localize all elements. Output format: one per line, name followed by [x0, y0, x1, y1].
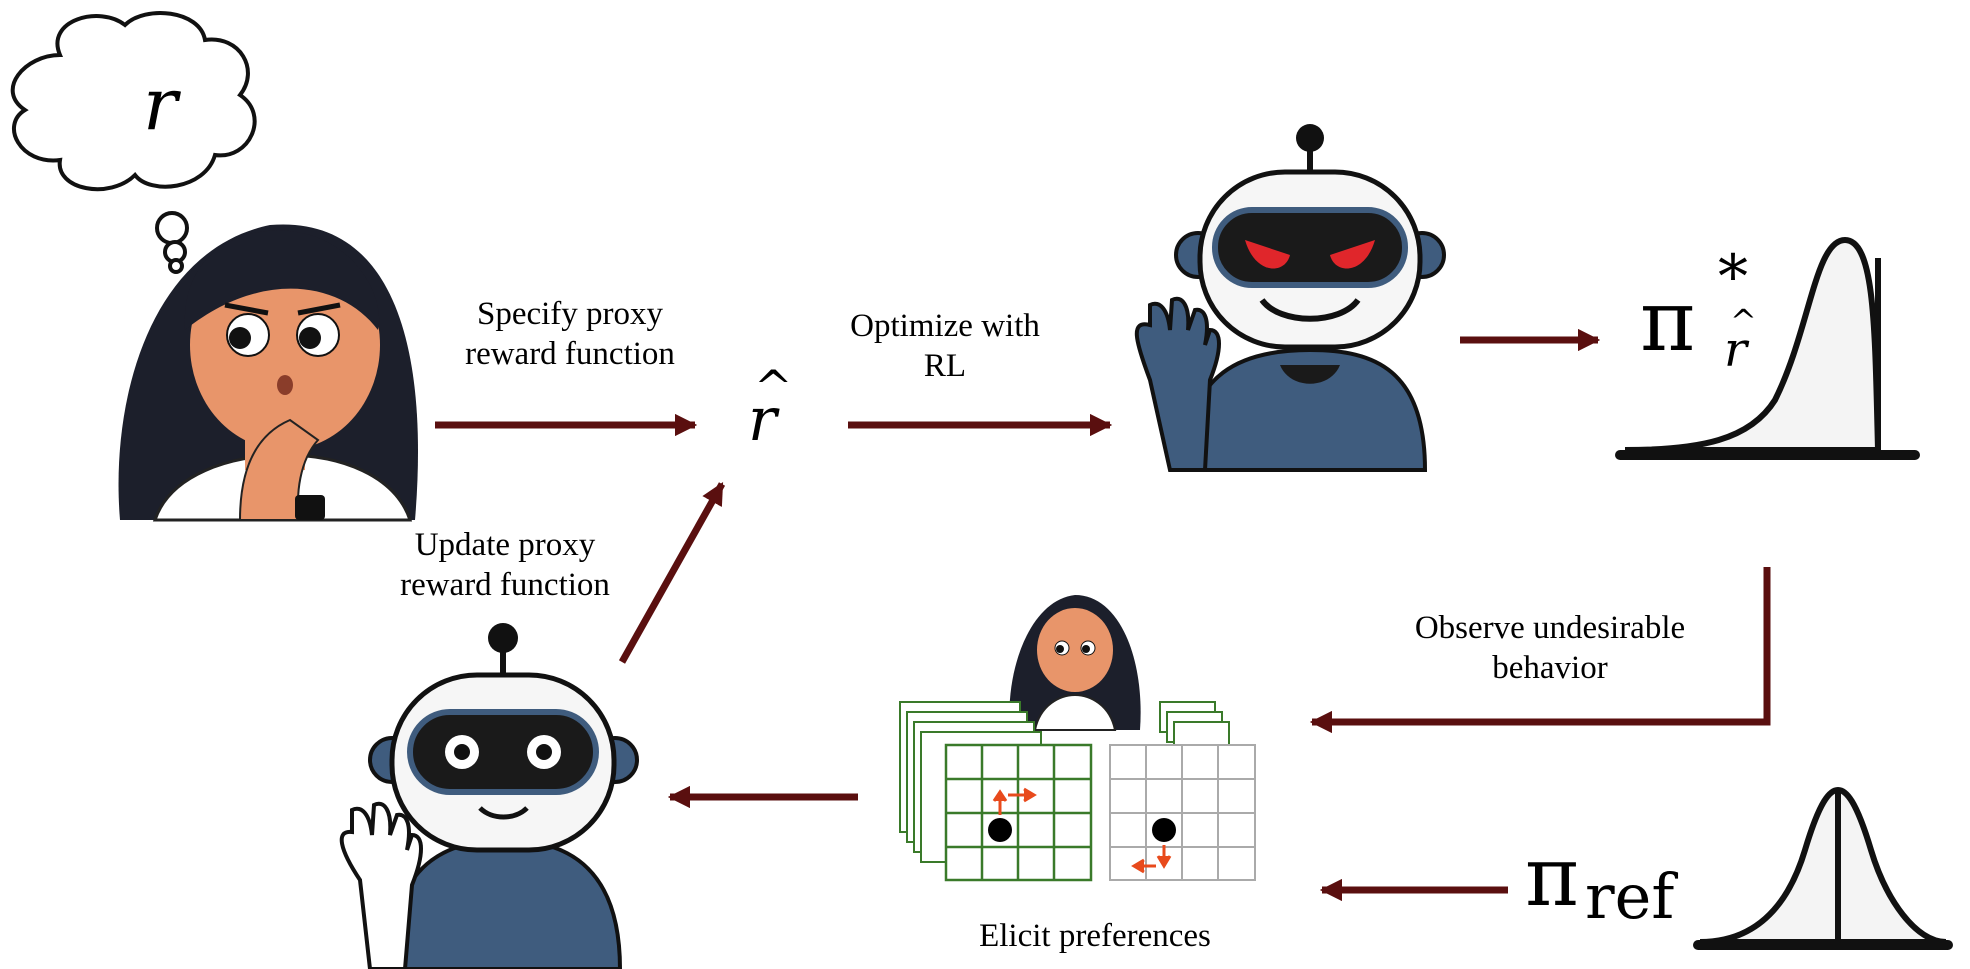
human-thinking-icon — [118, 224, 419, 522]
optimal-policy-symbol: π * ^ r — [1640, 242, 1780, 410]
label-specify-proxy: Specify proxy reward function — [465, 296, 675, 372]
arrow-update — [618, 482, 726, 664]
proxy-reward-hat: ^ — [754, 360, 793, 414]
optimal-policy-subscript-hat: ^ — [1730, 302, 1757, 340]
flow-arrows — [435, 328, 1771, 902]
label-observe-behavior: Observe undesirable behavior — [1414, 610, 1686, 686]
reference-policy-pi: π — [1525, 830, 1579, 925]
arrow-observe — [1309, 567, 1771, 734]
preferred-trajectory-grid — [944, 743, 1093, 882]
true-reward-symbol: r — [143, 62, 178, 146]
label-update-proxy: Update proxy reward function — [400, 527, 610, 603]
optimal-policy-subscript-r: r — [1724, 322, 1747, 378]
reference-policy-subscript: ref — [1585, 860, 1675, 933]
proxy-reward-letter: r — [748, 385, 777, 455]
gridworld-comparison-icon — [899, 595, 1256, 882]
small-human-icon — [1009, 595, 1141, 731]
thought-bubble-icon — [10, 11, 257, 274]
rejected-trajectory-grid — [1109, 744, 1256, 881]
normal-distribution-icon — [1693, 786, 1953, 950]
optimal-policy-star: * — [1718, 242, 1748, 312]
skewed-distribution-icon — [1615, 236, 1920, 460]
optimal-policy-pi: π — [1640, 272, 1696, 370]
reference-policy-symbol: π ref — [1525, 830, 1715, 940]
label-elicit-preferences: Elicit preferences — [979, 918, 1211, 954]
friendly-robot-icon — [339, 623, 639, 969]
label-optimize-rl: Optimize with RL — [850, 308, 1040, 384]
proxy-reward-symbol: ^ r — [740, 360, 800, 470]
evil-robot-icon — [1134, 124, 1446, 472]
